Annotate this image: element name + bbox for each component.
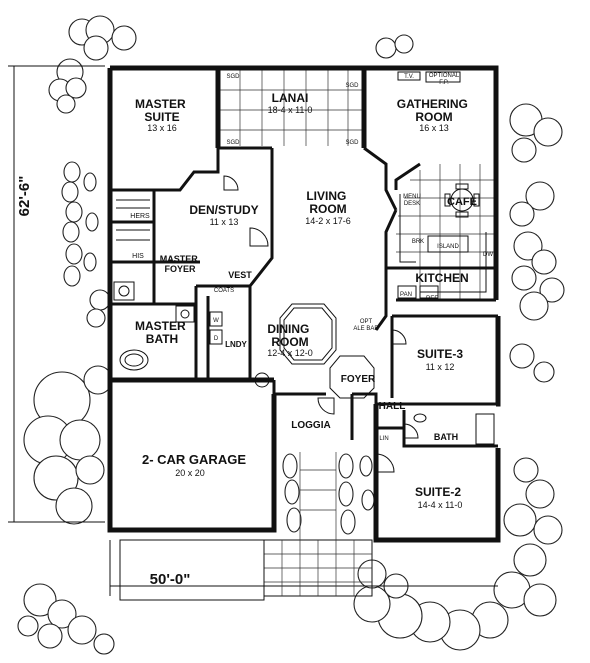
his-label: HIS xyxy=(132,253,144,260)
sgd-label-2: SGD xyxy=(345,83,359,89)
lin-label: LIN xyxy=(379,436,388,442)
tree-cluster-right xyxy=(509,103,565,383)
dimension-depth: 62'-6" xyxy=(8,65,105,523)
ref-label: REF xyxy=(426,296,438,302)
shrubs-left xyxy=(61,161,111,328)
room-labels: MASTER SUITE 13 x 16 LANAI 18-4 x 11-0 G… xyxy=(135,91,477,510)
hers-label: HERS xyxy=(130,213,150,220)
garage-name: 2- CAR GARAGE xyxy=(142,452,246,467)
lanai-tile xyxy=(220,68,362,146)
den-study-name: DEN/STUDY xyxy=(189,203,258,217)
tree-cluster-bottom-right xyxy=(353,457,563,651)
foyer-name: FOYER xyxy=(341,374,376,385)
master-suite-name: MASTER SUITE xyxy=(135,97,189,124)
living-room-name: LIVING ROOM xyxy=(306,189,349,216)
master-bath-name: MASTER BATH xyxy=(135,319,189,346)
suite-3-name: SUITE-3 xyxy=(417,347,463,361)
sgd-label-3: SGD xyxy=(226,140,240,146)
suite-3-size: 11 x 12 xyxy=(426,362,455,372)
master-suite-size: 13 x 16 xyxy=(147,123,177,133)
gathering-room-name: GATHERING ROOM xyxy=(397,97,471,124)
vest-name: VEST xyxy=(228,270,252,280)
pan-label: PAN xyxy=(400,292,412,298)
master-suite-name-line2: SUITE xyxy=(144,110,179,124)
tub xyxy=(119,349,149,371)
tree-top-right xyxy=(375,34,414,59)
dining-room-name: DINING ROOM xyxy=(267,322,312,349)
groundcover-bottom-left xyxy=(17,583,115,655)
width-dimension-label: 50'-0" xyxy=(150,571,191,588)
lanai-size: 18-4 x 11-0 xyxy=(268,105,313,115)
tree-cluster-left xyxy=(23,365,113,525)
wh-label: WH xyxy=(257,378,267,384)
water-heater xyxy=(254,372,270,388)
den-study-size: 11 x 13 xyxy=(210,217,239,227)
dimension-width: 50'-0" xyxy=(109,540,498,596)
walkway-pavers xyxy=(119,452,373,601)
interior-walls xyxy=(110,146,498,448)
dryer-label: D xyxy=(214,336,219,342)
bath-name: BATH xyxy=(434,432,458,442)
brk-label: BRK xyxy=(412,239,424,245)
dining-room-size: 12-4 x 12-0 xyxy=(267,348,313,358)
tree-cluster-top-left xyxy=(48,15,137,114)
washer-label: W xyxy=(213,318,219,324)
island-label: ISLAND xyxy=(437,244,459,250)
tv-label: T.V. xyxy=(404,74,414,80)
master-suite-name-line1: MASTER xyxy=(135,97,186,111)
sgd-label-1: SGD xyxy=(226,74,240,80)
dining-octagon xyxy=(279,303,337,365)
master-foyer-name: MASTER FOYER xyxy=(160,254,201,274)
sgd-label-4: SGD xyxy=(345,140,359,146)
laundry-name: LNDY xyxy=(225,340,247,349)
walkway-shrubs xyxy=(282,453,375,535)
coats-label: COATS xyxy=(214,288,234,294)
lanai-name: LANAI xyxy=(272,91,309,105)
loggia-name: LOGGIA xyxy=(291,420,330,431)
kitchen-name: KITCHEN xyxy=(415,271,468,285)
suite-2-name: SUITE-2 xyxy=(415,485,461,499)
cafe-name: CAFE xyxy=(447,196,477,208)
dw-label: DW xyxy=(483,252,493,258)
gathering-room-size: 16 x 13 xyxy=(419,123,449,133)
living-room-size: 14-2 x 17-6 xyxy=(305,216,351,226)
fixtures xyxy=(113,71,495,473)
hall-name: HALL xyxy=(379,401,406,412)
kitchen-island xyxy=(427,235,469,253)
depth-dimension-label: 62'-6" xyxy=(16,176,33,217)
suite-2-size: 14-4 x 11-0 xyxy=(418,500,463,510)
foyer-octagon xyxy=(329,355,375,399)
garage-size: 20 x 20 xyxy=(175,468,205,478)
